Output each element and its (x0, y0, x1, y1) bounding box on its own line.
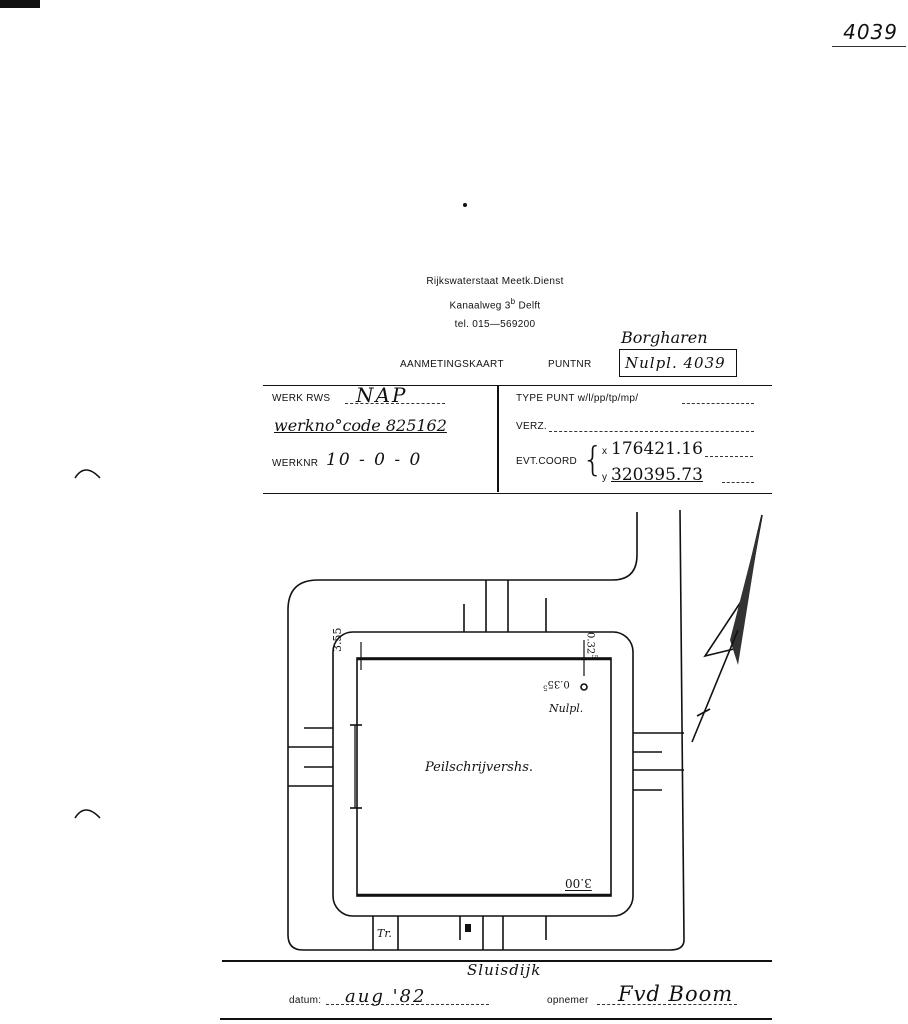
puntnr-value: Nulpl. 4039 (625, 354, 726, 372)
sheet-number: 4039 (843, 20, 898, 44)
dim-035-sup: 5 (543, 683, 548, 692)
dim-032: 0.325 (585, 632, 598, 659)
type-punt-label: TYPE PUNT w/l/pp/tp/mp/ (516, 393, 639, 404)
y-value: 320395.73 (611, 465, 703, 485)
header-address-street: Kanaalweg 3 (449, 300, 511, 312)
type-punt-line (682, 403, 754, 404)
opnemer-label: opnemer (547, 995, 589, 1006)
bottom-border (220, 1018, 772, 1020)
werk-value: NAP (356, 383, 408, 407)
header-org: Rijkswaterstaat Meetk.Dienst (426, 276, 564, 287)
dim-355: 3.55 (331, 627, 344, 653)
werknr-label: WERKNR (272, 458, 319, 469)
werk-label: WERK RWS (272, 393, 331, 404)
datum-line (326, 1004, 489, 1005)
binder-hole-top (74, 469, 101, 479)
road-outer-right (669, 509, 685, 951)
scan-edge-mark (0, 0, 40, 8)
header-address: Kanaalweg 3b Delft (345, 297, 645, 311)
x-label: x (602, 446, 608, 457)
dim-035: 0.355 (543, 678, 570, 691)
sheet-number-underline (832, 46, 906, 47)
x-value: 176421.16 (611, 439, 703, 459)
speck (463, 203, 467, 207)
dim-032-sup: 5 (590, 654, 598, 659)
header-address-city: Delft (515, 300, 541, 312)
road-top-line (222, 960, 772, 962)
werkcode-value: werkno°code 825162 (274, 416, 447, 435)
road-label: Sluisdijk (467, 961, 542, 979)
dim-300: 3.00 (565, 876, 592, 890)
form-divider (497, 386, 499, 492)
puntnr-box (619, 349, 737, 377)
location-name: Borgharen (621, 328, 708, 347)
building-outline (356, 657, 612, 897)
nulpl-point-marker (580, 683, 588, 691)
werknr-value: 10 - 0 - 0 (326, 450, 423, 470)
dim-032-text: 0.32 (584, 632, 596, 655)
datum-value: aug '82 (345, 986, 427, 1007)
building-label: Peilschrijvershs. (425, 760, 533, 775)
dim-035-text: 0.35 (547, 678, 570, 689)
x-line (705, 456, 753, 457)
card-title: AANMETINGSKAART (400, 359, 504, 370)
puntnr-label: PUNTNR (548, 359, 592, 370)
header-address-sup: b (510, 297, 516, 306)
y-label: y (602, 472, 608, 483)
form-box (263, 385, 772, 494)
datum-label: datum: (289, 995, 322, 1006)
verz-line (549, 431, 754, 432)
opnemer-value: Fvd Boom (618, 982, 734, 1006)
header-phone: tel. 015—569200 (454, 319, 536, 330)
tr-label: Tr. (377, 927, 392, 940)
y-line (722, 482, 754, 483)
binder-hole-bottom (74, 809, 101, 819)
point-label: Nulpl. (549, 702, 584, 715)
bottom-stair-mark (465, 924, 471, 932)
evt-coord-label: EVT.COORD (516, 456, 578, 467)
verz-label: VERZ. (516, 421, 547, 432)
werk-line (345, 403, 445, 404)
opnemer-line (597, 1004, 737, 1005)
road-outer-left (287, 512, 638, 951)
coord-brace: { (582, 440, 604, 480)
